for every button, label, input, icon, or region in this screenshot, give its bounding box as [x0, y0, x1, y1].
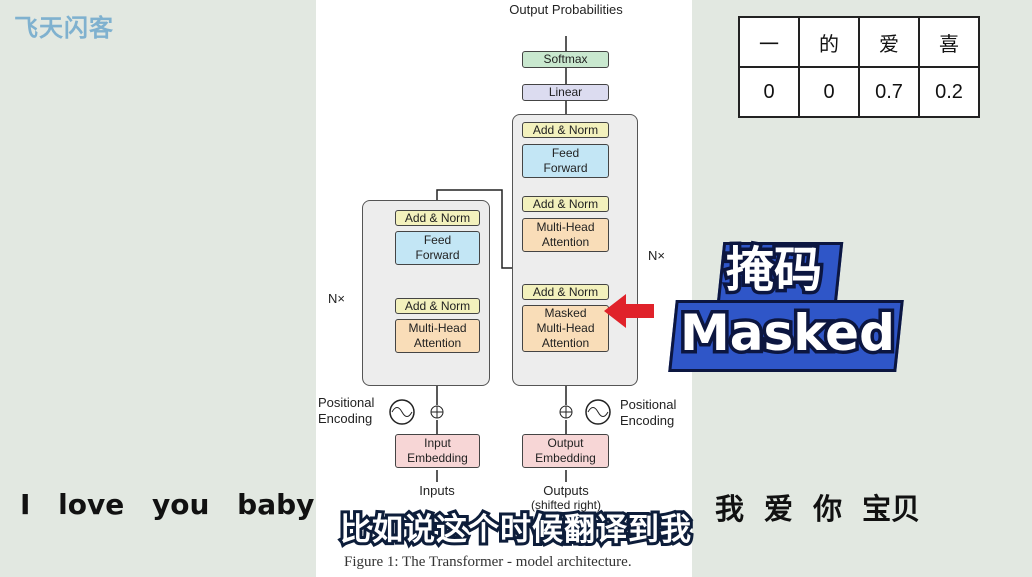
- encoder-stack: [362, 200, 490, 386]
- outputs-label: Outputs: [543, 483, 589, 498]
- figure-caption: Figure 1: The Transformer - model archit…: [344, 554, 632, 570]
- output-embedding-block: Output Embedding: [522, 434, 609, 468]
- table-cell: 0.2: [918, 66, 980, 118]
- masked-sticker: 掩码 Masked: [668, 240, 904, 374]
- encoder-add-norm-2: Add & Norm: [395, 210, 480, 226]
- table-header: 一: [738, 16, 800, 68]
- inputs-label: Inputs: [419, 483, 455, 498]
- table-cell: 0: [738, 66, 800, 118]
- channel-logo: 飞天闪客: [14, 14, 114, 42]
- decoder-multi-head-attention: Multi-Head Attention: [522, 218, 609, 252]
- decoder-positional-encoding-label: Positional Encoding: [620, 397, 677, 428]
- masked-multi-head-attention: Masked Multi-Head Attention: [522, 305, 609, 352]
- red-arrow-icon: [604, 294, 654, 328]
- chinese-sentence: 我 爱 你 宝贝: [715, 494, 921, 526]
- decoder-feed-forward: Feed Forward: [522, 144, 609, 178]
- shifted-right-label: (shifted right): [530, 498, 602, 512]
- input-embedding-block: Input Embedding: [395, 434, 480, 468]
- sticker-line2: Masked: [677, 302, 899, 364]
- decoder-nx-label: N×: [648, 248, 665, 263]
- video-subtitle: 比如说这个时候翻译到我: [337, 510, 694, 550]
- table-cell: 0.7: [858, 66, 920, 118]
- table-header: 爱: [858, 16, 920, 68]
- encoder-add-norm-1: Add & Norm: [395, 298, 480, 314]
- table-header: 的: [798, 16, 860, 68]
- linear-block: Linear: [522, 84, 609, 101]
- encoder-positional-encoding-label: Positional Encoding: [318, 395, 375, 426]
- decoder-add-norm-3: Add & Norm: [522, 122, 609, 138]
- english-sentence: I love you baby: [20, 488, 315, 521]
- encoder-nx-label: N×: [328, 291, 345, 306]
- sticker-line1: 掩码: [722, 240, 825, 300]
- encoder-multi-head-attention: Multi-Head Attention: [395, 319, 480, 353]
- table-cell: 0: [798, 66, 860, 118]
- softmax-block: Softmax: [522, 51, 609, 68]
- output-probabilities-label: Output Probabilities: [509, 2, 623, 17]
- decoder-add-norm-2: Add & Norm: [522, 196, 609, 212]
- encoder-feed-forward: Feed Forward: [395, 231, 480, 265]
- decoder-add-norm-1: Add & Norm: [522, 284, 609, 300]
- table-header: 喜: [918, 16, 980, 68]
- probability-table: 一 的 爱 喜 0 0 0.7 0.2: [738, 16, 980, 118]
